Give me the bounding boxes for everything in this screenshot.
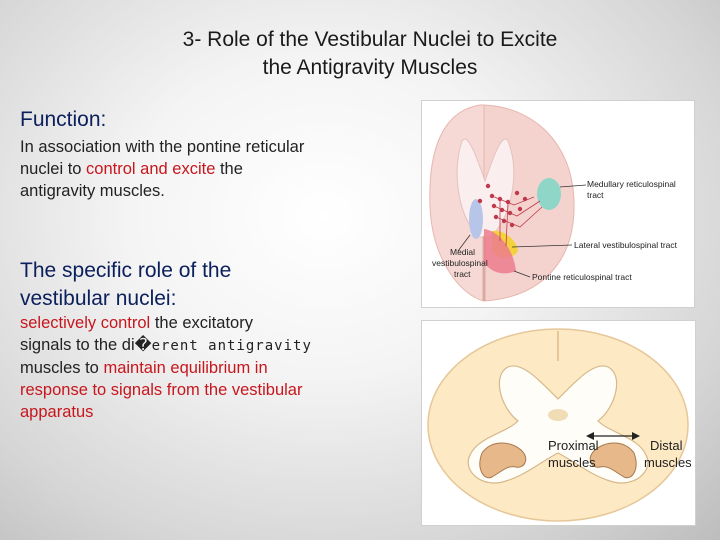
label-lateral: Lateral vestibulospinal tract [574, 240, 678, 250]
neuron-fibers [491, 195, 543, 247]
function-highlight: control and excite [86, 160, 216, 178]
label-pontine: Pontine reticulospinal tract [532, 272, 632, 282]
slide-title-line1: 3- Role of the Vestibular Nuclei to Exci… [182, 28, 558, 51]
slide-title: 3- Role of the Vestibular Nuclei to Exci… [100, 26, 640, 82]
specific-highlight-2: maintain equilibrium in [103, 359, 268, 377]
medial-vestibulospinal-area [469, 199, 483, 239]
label-medullary-2: tract [587, 190, 604, 200]
pontine-area [484, 229, 516, 274]
label-medullary-1: Medullary reticulospinal [587, 179, 676, 189]
label-medial-2: vestibulospinal [432, 258, 488, 268]
arrow-head-right [632, 432, 640, 440]
label-medial-3: tract [454, 269, 471, 279]
slide-title-line2: the Antigravity Muscles [262, 56, 478, 79]
function-line2-start: nuclei to [20, 160, 87, 178]
right-motor-column [589, 442, 637, 479]
label-proximal-1: Proximal [548, 438, 599, 453]
specific-line5: apparatus [20, 403, 94, 421]
muscles-figure: Proximal muscles Distal muscles [421, 320, 696, 526]
label-distal-1: Distal [650, 438, 683, 453]
specific-line2-start: signals to the di� [20, 336, 152, 354]
specific-heading-line1: The specific role of the [20, 259, 232, 282]
spinal-tracts-figure: Medullary reticulospinal tract Lateral v… [421, 100, 695, 308]
central-canal [548, 409, 568, 421]
specific-heading: The specific role of the vestibular nucl… [20, 257, 231, 313]
specific-line1-end: the excitatory [150, 314, 253, 332]
specific-line1: selectively control the excitatory [20, 312, 380, 334]
leader-lines [457, 184, 587, 278]
function-heading: Function: [20, 108, 107, 131]
medullary-tract-area [537, 178, 561, 210]
function-line1: In association with the pontine reticula… [20, 138, 305, 156]
label-distal-2: muscles [644, 455, 692, 470]
specific-highlight-1: selectively control [20, 314, 151, 332]
specific-line4: response to signals from the vestibular [20, 381, 303, 399]
function-line2-end: the [215, 160, 243, 178]
specific-line2-mono: erent antigravity [151, 338, 312, 354]
function-text: In association with the pontine reticula… [20, 136, 380, 202]
specific-line3-start: muscles to [20, 359, 104, 377]
arrow-head-left [586, 432, 594, 440]
label-proximal-2: muscles [548, 455, 596, 470]
specific-text: selectively control the excitatory signa… [20, 312, 380, 423]
function-line2: nuclei to control and excite the [20, 158, 380, 180]
specific-line2: signals to the di�erent antigravity [20, 334, 380, 357]
label-medial-1: Medial [450, 247, 475, 257]
function-line3: antigravity muscles. [20, 182, 165, 200]
specific-heading-line2: vestibular nuclei: [20, 287, 177, 310]
specific-line3: muscles to maintain equilibrium in [20, 357, 380, 379]
left-motor-column [479, 442, 527, 479]
